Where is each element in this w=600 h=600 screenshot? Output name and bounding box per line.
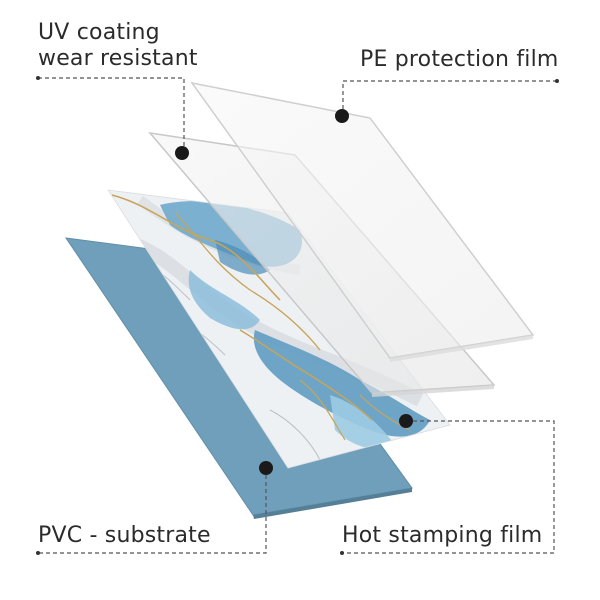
uv-coating-label-line1: UV coating <box>38 20 160 45</box>
uv-leader-end <box>36 76 40 80</box>
uv-coating-edge <box>372 385 494 397</box>
hot-stamping-leader-end <box>340 551 344 555</box>
pvc-leader-line <box>38 468 267 554</box>
pvc-substrate-label: PVC - substrate <box>38 523 211 548</box>
pvc-substrate-edge <box>253 488 412 519</box>
pe-leader-line <box>342 80 557 116</box>
hot-stamping-label: Hot stamping film <box>342 523 543 548</box>
uv-coating-label-line2: wear resistant <box>38 46 198 71</box>
pe-leader-end <box>555 79 559 83</box>
pvc-leader-end <box>36 551 40 555</box>
pe-film-label: PE protection film <box>360 47 559 72</box>
uv-marker-dot <box>175 146 189 160</box>
hot-stamping-marker-dot <box>399 414 413 428</box>
hot-stamping-leader-line <box>342 420 555 554</box>
uv-leader-line <box>38 77 185 153</box>
pe-marker-dot <box>335 109 349 123</box>
uv-coating-label: UV coating wear resistant <box>38 20 198 72</box>
pvc-marker-dot <box>259 461 273 475</box>
pe-film-edge <box>390 335 533 362</box>
